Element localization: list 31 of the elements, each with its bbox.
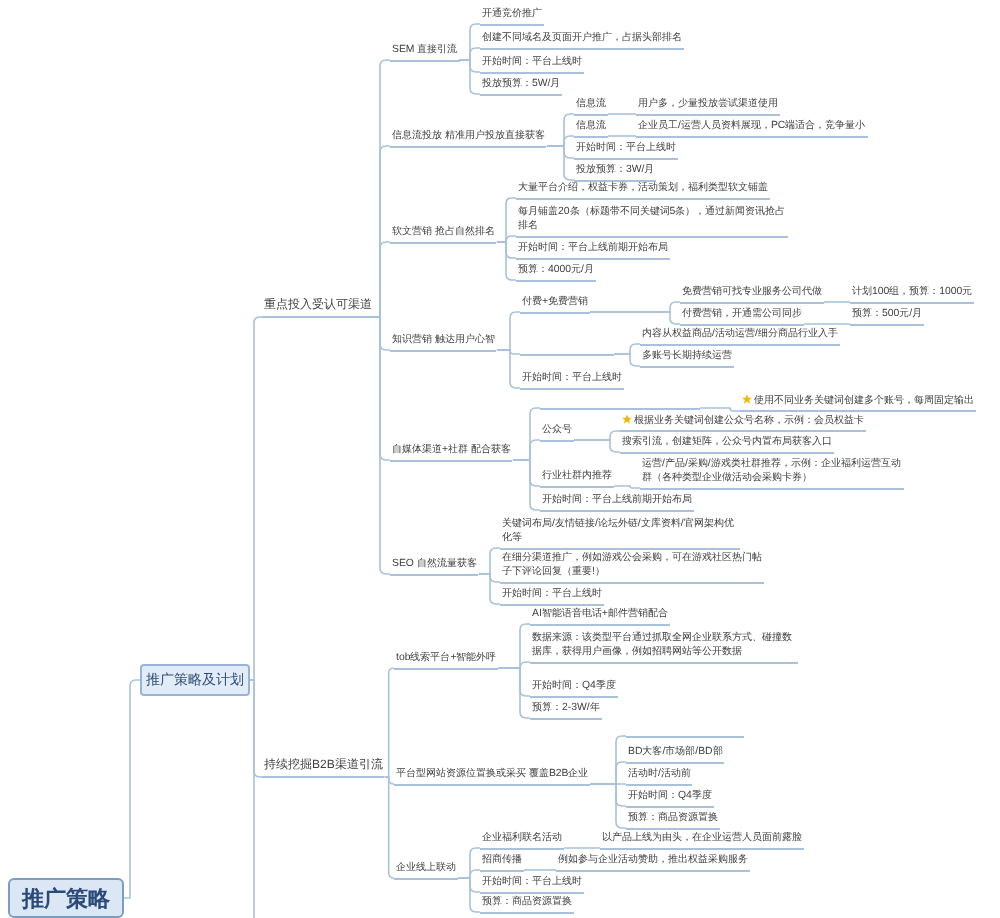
connector-line	[496, 241, 517, 281]
connector-line	[249, 679, 255, 918]
connector-line	[523, 869, 557, 871]
connector-line	[823, 301, 851, 303]
connector-line	[607, 113, 637, 115]
connector-line	[383, 667, 395, 778]
connector-line	[613, 485, 641, 489]
connector-line	[803, 323, 851, 325]
connector-line	[383, 776, 395, 879]
connector-line	[383, 776, 395, 785]
blank-topic-line	[626, 735, 744, 737]
connector-line	[589, 783, 627, 829]
blank-topic-line	[540, 407, 700, 409]
connector-line	[589, 311, 681, 325]
underlined-topic	[620, 413, 866, 432]
connector-line	[497, 667, 531, 719]
connector-line	[478, 573, 501, 605]
connector-line	[613, 353, 641, 367]
root-topic-box: 推广策略	[8, 878, 124, 918]
connector-line	[546, 145, 575, 181]
connector-line	[607, 135, 637, 137]
connector-line	[563, 847, 601, 849]
connector-line	[457, 877, 481, 913]
connector-line	[699, 407, 741, 412]
connector-line	[458, 59, 481, 95]
connector-line	[249, 316, 263, 681]
connector-line	[373, 241, 391, 318]
connector-line	[496, 349, 521, 389]
blank-topic-line	[520, 353, 614, 355]
connector-line	[573, 439, 621, 453]
underlined-topic	[740, 393, 976, 412]
